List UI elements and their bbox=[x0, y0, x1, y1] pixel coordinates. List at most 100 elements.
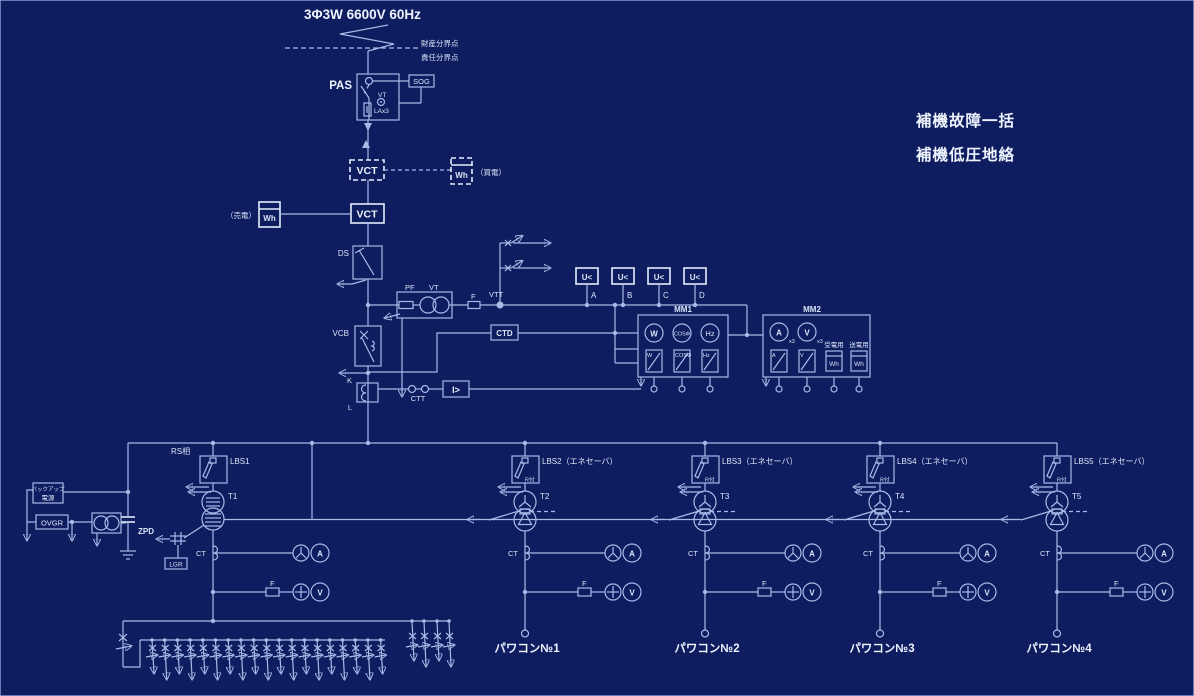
lbs4-label: LBS4（エネセーバ） bbox=[897, 457, 973, 466]
svg-text:CT: CT bbox=[196, 549, 206, 558]
svg-text:Wh: Wh bbox=[829, 361, 839, 368]
pcs2-label: パワコン№2 bbox=[674, 642, 739, 655]
svg-text:D: D bbox=[699, 291, 705, 300]
t5-label: T5 bbox=[1072, 492, 1082, 501]
ds-box bbox=[352, 245, 383, 280]
lv-feeder-section bbox=[115, 618, 454, 679]
mm2-recv-label: 受電用 bbox=[824, 340, 844, 349]
ocr-label: I> bbox=[452, 385, 460, 395]
svg-text:A: A bbox=[984, 550, 990, 559]
sog-label: SOG bbox=[413, 77, 430, 86]
mm1-panel: MM1 W COSΦ Hz W COSΦ Hz bbox=[612, 302, 729, 393]
lgr-box bbox=[164, 557, 188, 570]
property-boundary-label: 財産分界点 bbox=[421, 38, 459, 48]
mm2-send-label: 送電用 bbox=[849, 340, 869, 349]
svg-text:A: A bbox=[317, 550, 323, 559]
svg-text:A: A bbox=[591, 291, 597, 300]
vcb-label: VCB bbox=[333, 329, 349, 338]
k-label: K bbox=[347, 376, 352, 385]
t1-label: T1 bbox=[228, 492, 238, 501]
t3-label: T3 bbox=[720, 492, 730, 501]
mm1-transducers: W COSΦ Hz bbox=[645, 349, 719, 373]
svg-text:R付: R付 bbox=[525, 476, 535, 484]
svg-text:CT: CT bbox=[688, 549, 698, 558]
mm2-panel: MM2 A x3 V x3 A V 受電用 Wh 送電用 Wh bbox=[728, 305, 871, 393]
ds-label: DS bbox=[338, 249, 349, 258]
svg-text:V: V bbox=[809, 589, 815, 598]
svg-text:F: F bbox=[270, 579, 275, 588]
svg-text:B: B bbox=[627, 291, 632, 300]
svg-text:COSΦ: COSΦ bbox=[675, 353, 692, 359]
svg-text:U<: U< bbox=[618, 273, 629, 282]
annunciator: 補機故障一括 補機低圧地絡 bbox=[915, 111, 1015, 164]
lgr-label: LGR bbox=[169, 562, 183, 569]
svg-text:CT: CT bbox=[863, 549, 873, 558]
svg-text:R付: R付 bbox=[880, 476, 890, 484]
vct-buy-label: VCT bbox=[357, 165, 379, 177]
svg-text:F: F bbox=[582, 579, 587, 588]
svg-text:V: V bbox=[800, 353, 804, 359]
uv-relay-b: U< B bbox=[611, 267, 635, 308]
zpd-label: ZPD bbox=[138, 527, 154, 536]
t4-label: T4 bbox=[895, 492, 905, 501]
svg-text:Hz: Hz bbox=[703, 353, 710, 359]
pas-vt-label: VT bbox=[378, 92, 386, 99]
connection-arrow-down bbox=[364, 123, 372, 131]
lbs1-box bbox=[199, 455, 228, 484]
svg-text:電源: 電源 bbox=[42, 493, 56, 502]
incoming-section: 3Φ3W 6600V 60Hz 財産分界点 責任分界点 PAS VT LAx3 … bbox=[285, 7, 459, 160]
svg-text:W: W bbox=[650, 330, 658, 339]
incoming-line-zigzag bbox=[339, 24, 395, 52]
pf-label: PF bbox=[405, 283, 415, 292]
branch-t1: RS相 LBS1 T1 LGR CT A F bbox=[157, 443, 330, 621]
wh-buy-label: Wh bbox=[455, 171, 468, 180]
svg-text:COSΦ: COSΦ bbox=[674, 332, 691, 338]
metering-section: VCT Wh （買電） VCT Wh （売電） bbox=[226, 157, 506, 246]
svg-text:CT: CT bbox=[1040, 549, 1050, 558]
annunciator-line2: 補機低圧地絡 bbox=[915, 145, 1015, 164]
t2-label: T2 bbox=[540, 492, 550, 501]
vcb-box bbox=[354, 325, 382, 367]
svg-text:バックアップ: バックアップ bbox=[31, 486, 65, 493]
backup-power-box bbox=[32, 482, 64, 504]
svg-text:A: A bbox=[772, 353, 776, 359]
vt-label: VT bbox=[429, 283, 439, 292]
main-ct bbox=[356, 382, 379, 403]
pas-switch: PAS VT LAx3 SOG bbox=[329, 73, 435, 121]
svg-text:V: V bbox=[1161, 589, 1167, 598]
pas-label: PAS bbox=[329, 80, 352, 92]
zpd-transformer bbox=[91, 512, 122, 534]
pcs1-label: パワコン№1 bbox=[494, 642, 560, 655]
svg-text:Hz: Hz bbox=[705, 329, 714, 338]
primary-switchgear: DS PF VT F VTT bbox=[333, 236, 747, 443]
svg-text:A: A bbox=[776, 329, 782, 338]
svg-text:V: V bbox=[804, 329, 810, 338]
l-label: L bbox=[348, 403, 352, 412]
pf-drawout-arrow bbox=[385, 314, 401, 318]
sell-label: （売電） bbox=[226, 210, 256, 220]
uv-relay-a: U< A bbox=[575, 267, 599, 308]
pas-la-label: LAx3 bbox=[374, 108, 389, 115]
ctt-label: CTT bbox=[411, 394, 426, 403]
fuse-label: F bbox=[471, 292, 476, 301]
svg-text:C: C bbox=[663, 291, 669, 300]
ds-drawout-arrow bbox=[338, 279, 367, 284]
svg-text:Wh: Wh bbox=[854, 361, 864, 368]
connection-arrow-up bbox=[362, 140, 370, 148]
wh-sell-label: Wh bbox=[263, 214, 276, 223]
lbs2-label: LBS2（エネセーバ） bbox=[542, 457, 618, 466]
responsibility-boundary-label: 責任分界点 bbox=[421, 52, 459, 62]
aux-left-section: ZPD バックアップ 電源 OVGR bbox=[27, 443, 154, 560]
svg-text:U<: U< bbox=[690, 273, 701, 282]
svg-text:V: V bbox=[629, 589, 635, 598]
vct-sell-label: VCT bbox=[357, 209, 379, 221]
branch-t3: R付 LBS3（エネセーバ） T3 CT A F V パワコン№2 bbox=[668, 443, 822, 655]
lbs5-label: LBS5（エネセーバ） bbox=[1074, 457, 1150, 466]
svg-text:R付: R付 bbox=[1057, 476, 1067, 484]
svg-text:R付: R付 bbox=[705, 476, 715, 484]
mm2-label: MM2 bbox=[803, 305, 821, 314]
svg-text:F: F bbox=[937, 579, 942, 588]
svg-text:U<: U< bbox=[654, 273, 665, 282]
svg-text:x3: x3 bbox=[817, 339, 823, 345]
